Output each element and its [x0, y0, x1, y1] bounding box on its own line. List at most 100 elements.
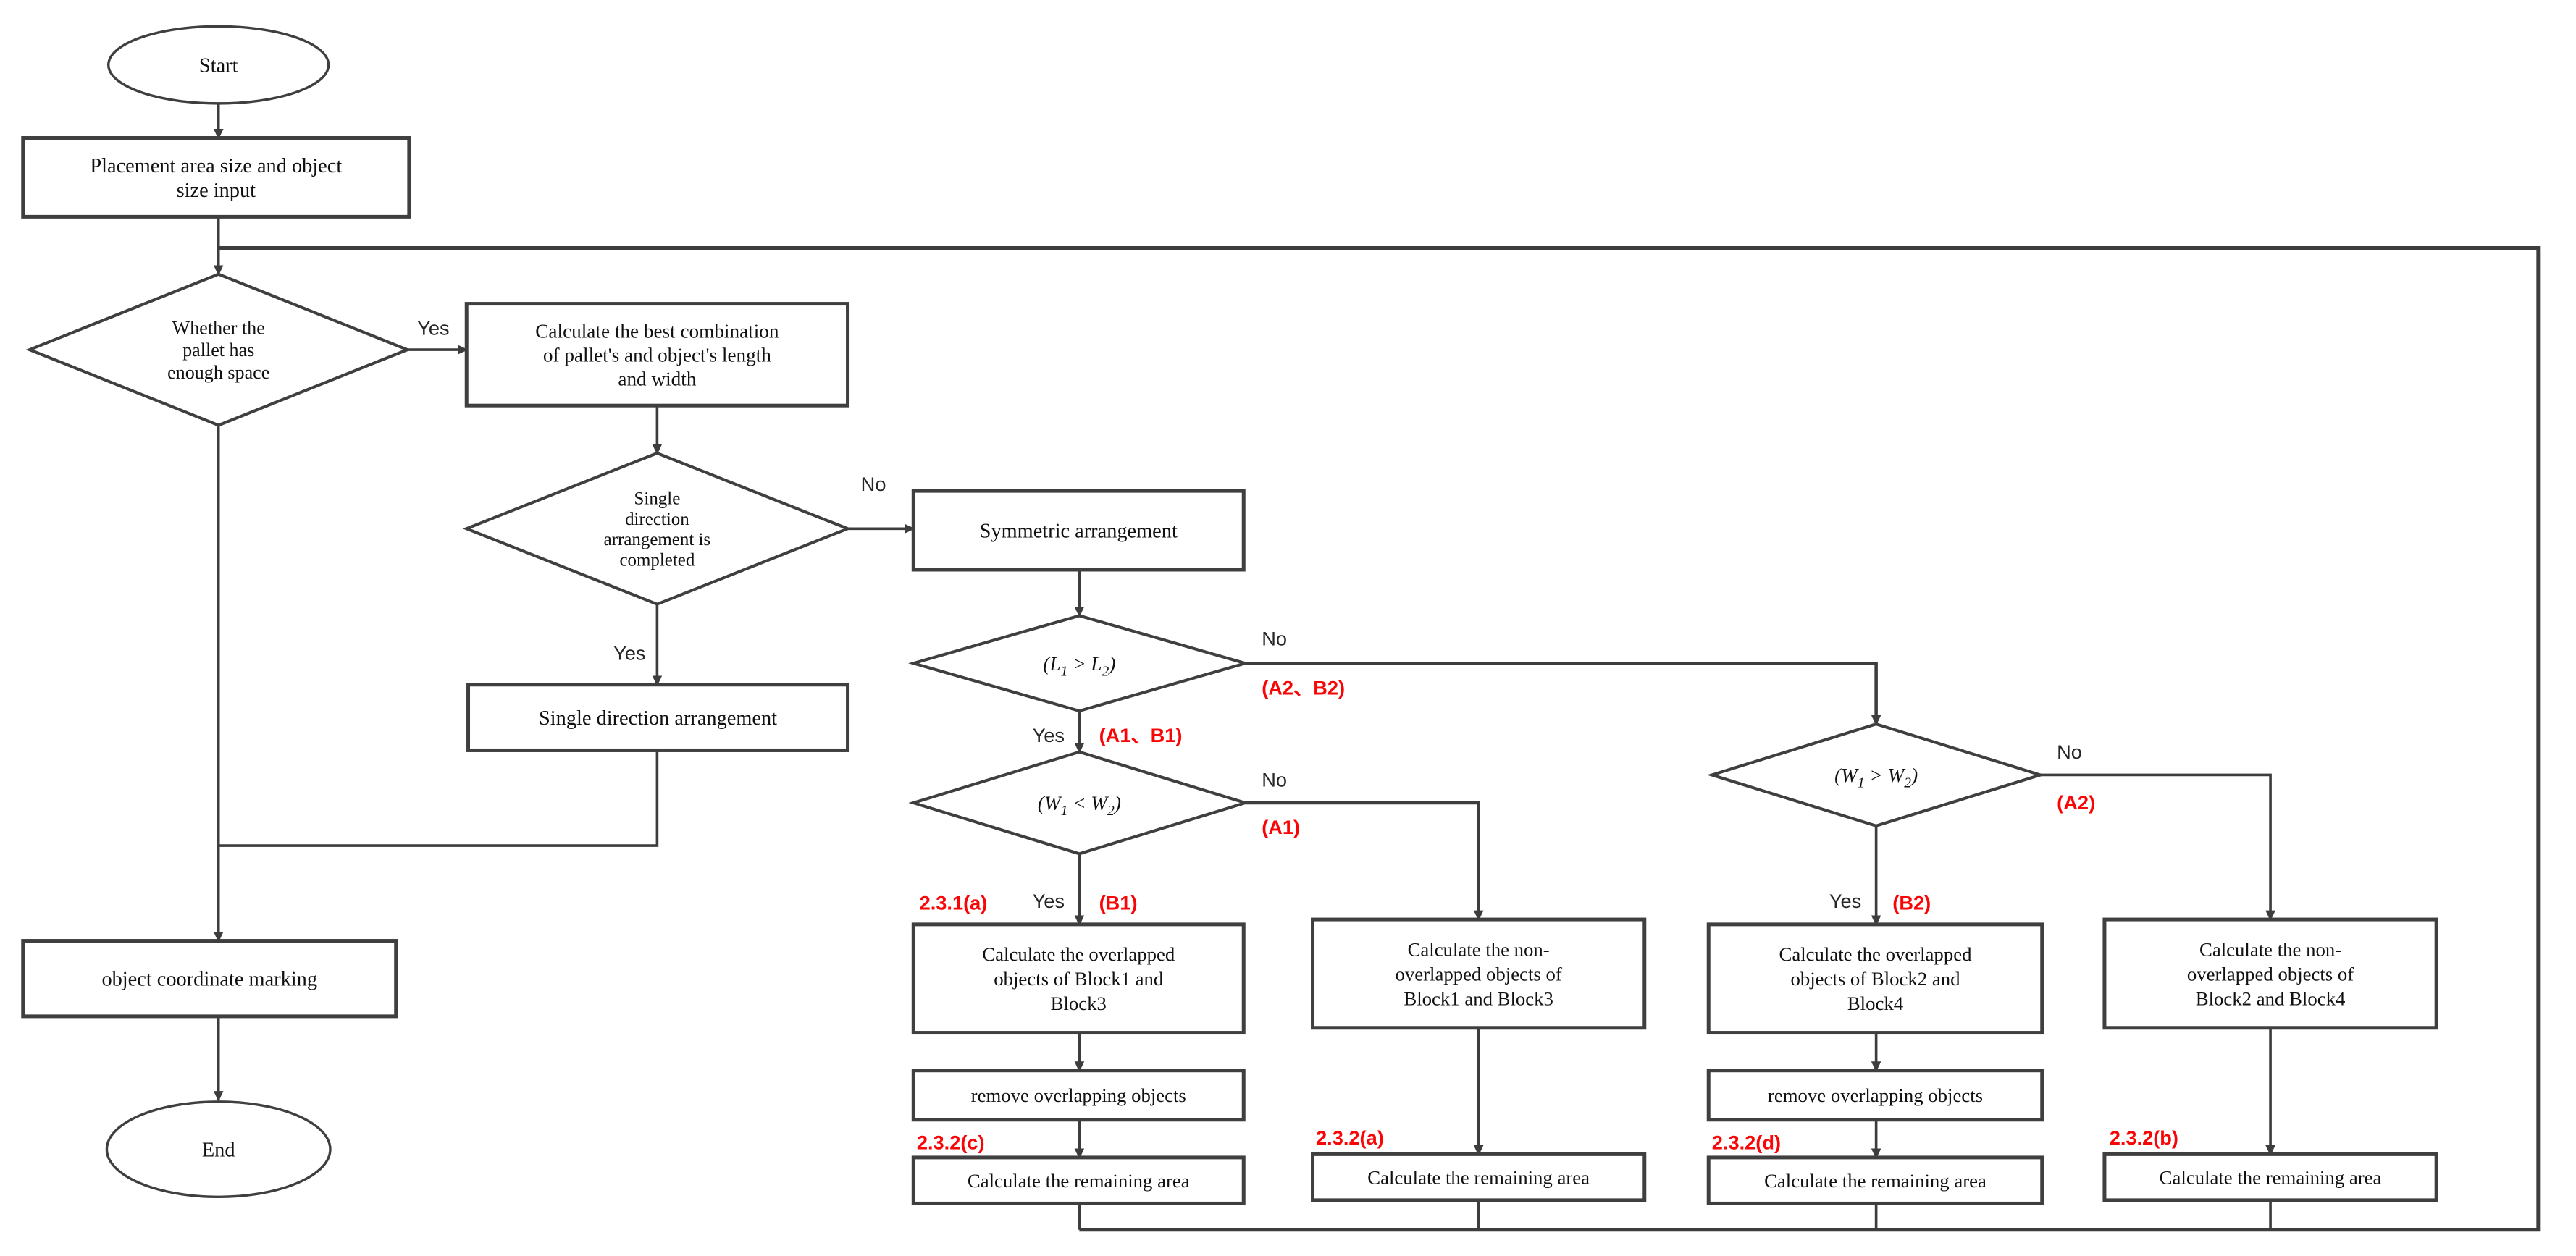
start-shape — [107, 25, 330, 105]
best-combination-label-line-1: of pallet's and object's length — [543, 344, 771, 366]
node-w1-lt-w2-decision: (W1 < W2) — [908, 750, 1251, 856]
remove-overlapping-2-label-line-0: remove overlapping objects — [1768, 1084, 1983, 1106]
label-a1-b1: (A1、B1) — [1099, 724, 1183, 746]
node-l1-gt-l2-decision: (L1 > L2) — [907, 614, 1251, 713]
overlapped-block1-block3-shape — [911, 922, 1246, 1035]
label-ref-232d: 2.3.2(d) — [1712, 1131, 1781, 1154]
edge-w1gt-no-right — [2040, 773, 2275, 922]
label-ref-232c: 2.3.2(c) — [917, 1131, 985, 1154]
overlapped-block1-block3-label-line-0: Calculate the overlapped — [982, 943, 1175, 965]
label-no-l1: No — [1262, 627, 1287, 649]
w1-gt-w2-decision-label-line-0: (W1 > W2) — [1834, 764, 1918, 791]
remove-overlapping-1-shape — [911, 1069, 1246, 1122]
label-yes-w1lt: Yes — [1033, 890, 1065, 912]
label-no-w1gt: No — [2057, 741, 2082, 763]
node-remove-overlapping-2: remove overlapping objects — [1706, 1069, 2044, 1122]
remove-overlapping-1-label-line-0: remove overlapping objects — [971, 1084, 1186, 1106]
remaining-area-2-shape — [1311, 1152, 1647, 1202]
node-overlapped-block2-block4: Calculate the overlapped objects of Block… — [1706, 922, 2044, 1035]
single-direction-completed-decision-label-line-1: direction — [625, 510, 689, 529]
node-object-coordinate-marking: object coordinate marking — [21, 939, 398, 1019]
best-combination-label-line-0: Calculate the best combination — [535, 321, 779, 342]
non-overlapped-block2-block4-shape — [2102, 917, 2438, 1030]
overlapped-block1-block3-label-line-2: Block3 — [1051, 992, 1107, 1014]
non-overlapped-block1-block3-shape — [1311, 917, 1647, 1030]
edge-w1lt-no-right — [1245, 801, 1484, 922]
label-a2-b2: (A2、B2) — [1262, 676, 1345, 699]
symmetric-arrangement-label-line-0: Symmetric arrangement — [980, 520, 1178, 542]
single-direction-completed-decision-shape — [462, 451, 852, 606]
edge-l1-no-right — [1245, 661, 1881, 726]
pallet-space-decision-shape — [25, 272, 412, 427]
label-b1: (B1) — [1099, 891, 1138, 914]
remaining-area-3-shape — [1706, 1155, 2044, 1205]
non-overlapped-block2-block4-label-line-2: Block2 and Block4 — [2196, 987, 2346, 1009]
overlapped-block2-block4-label-line-1: objects of Block2 and — [1790, 968, 1960, 990]
node-remaining-area-4: Calculate the remaining area — [2102, 1152, 2438, 1202]
remove-overlapping-2-shape — [1706, 1069, 2044, 1122]
label-yes-w1gt: Yes — [1829, 890, 1861, 912]
non-overlapped-block2-block4-label-line-0: Calculate the non- — [2199, 938, 2341, 960]
placement-input-label-line-0: Placement area size and object — [90, 155, 342, 177]
non-overlapped-block1-block3-label-line-1: overlapped objects of — [1395, 963, 1561, 985]
edge-feedback-loop — [218, 245, 2541, 1232]
l1-gt-l2-decision-label-line-0: (L1 > L2) — [1043, 653, 1115, 680]
label-b2: (B2) — [1892, 891, 1931, 914]
node-non-overlapped-block2-block4: Calculate the non-overlapped objects ofB… — [2102, 917, 2438, 1030]
label-yes-single-direction: Yes — [613, 642, 645, 665]
object-coordinate-marking-shape — [21, 939, 398, 1019]
single-direction-arrangement-shape — [466, 683, 850, 752]
node-placement-input: Placement area size and object size input — [21, 136, 411, 219]
node-end: End — [105, 1100, 332, 1199]
remaining-area-3-label-line-0: Calculate the remaining area — [1764, 1170, 1986, 1192]
placement-input-label-line-1: size input — [177, 180, 256, 202]
node-remove-overlapping-1: remove overlapping objects — [911, 1069, 1246, 1122]
label-yes-l1: Yes — [1033, 724, 1065, 746]
remaining-area-1-label-line-0: Calculate the remaining area — [968, 1170, 1190, 1192]
object-coordinate-marking-label-line-0: object coordinate marking — [101, 969, 317, 991]
start-label-line-0: Start — [199, 55, 238, 77]
node-non-overlapped-block1-block3: Calculate the non-overlapped objects ofB… — [1311, 917, 1647, 1030]
remaining-area-4-label-line-0: Calculate the remaining area — [2160, 1167, 2382, 1189]
l1-gt-l2-decision-shape — [907, 614, 1251, 713]
node-remaining-area-3: Calculate the remaining area — [1706, 1155, 2044, 1205]
node-overlapped-block1-block3: Calculate the overlapped objects of Block… — [911, 922, 1246, 1035]
end-shape — [105, 1100, 332, 1199]
node-remaining-area-2: Calculate the remaining area — [1311, 1152, 1647, 1202]
w1-lt-w2-decision-shape — [908, 750, 1251, 856]
w1-gt-w2-decision-shape — [1706, 722, 2046, 827]
remaining-area-2-label-line-0: Calculate the remaining area — [1367, 1167, 1590, 1189]
label-ref-232b: 2.3.2(b) — [2110, 1126, 2178, 1149]
remaining-area-1-shape — [911, 1155, 1246, 1205]
node-w1-gt-w2-decision: (W1 > W2) — [1706, 722, 2046, 827]
label-no-w1lt: No — [1262, 768, 1287, 791]
symmetric-arrangement-shape — [911, 489, 1246, 572]
label-ref-232a: 2.3.2(a) — [1316, 1126, 1384, 1149]
single-direction-arrangement-label-line-0: Single direction arrangement — [539, 707, 777, 730]
pallet-space-decision-label-line-1: pallet has — [182, 340, 254, 361]
label-yes-pallet: Yes — [417, 317, 449, 340]
w1-lt-w2-decision-label-line-0: (W1 < W2) — [1038, 793, 1121, 819]
best-combination-label-line-2: and width — [618, 368, 696, 389]
label-a1: (A1) — [1262, 816, 1300, 838]
edge-single-arrangement-merge — [218, 750, 659, 847]
remaining-area-4-shape — [2102, 1152, 2438, 1202]
single-direction-completed-decision-label-line-0: Single — [634, 489, 681, 508]
overlapped-block2-block4-label-line-0: Calculate the overlapped — [1779, 943, 1973, 965]
single-direction-completed-decision-label-line-3: completed — [619, 551, 695, 570]
node-start: Start — [107, 25, 330, 105]
overlapped-block2-block4-label-line-2: Block4 — [1847, 992, 1903, 1014]
pallet-space-decision-label-line-0: Whether the — [172, 318, 265, 339]
overlapped-block2-block4-shape — [1706, 922, 2044, 1035]
node-remaining-area-1: Calculate the remaining area — [911, 1155, 1246, 1205]
overlapped-block1-block3-label-line-1: objects of Block1 and — [994, 968, 1164, 990]
non-overlapped-block1-block3-label-line-2: Block1 and Block3 — [1404, 987, 1553, 1009]
label-a2: (A2) — [2057, 791, 2095, 814]
best-combination-shape — [464, 302, 850, 408]
pallet-space-decision-label-line-2: enough space — [167, 362, 269, 383]
